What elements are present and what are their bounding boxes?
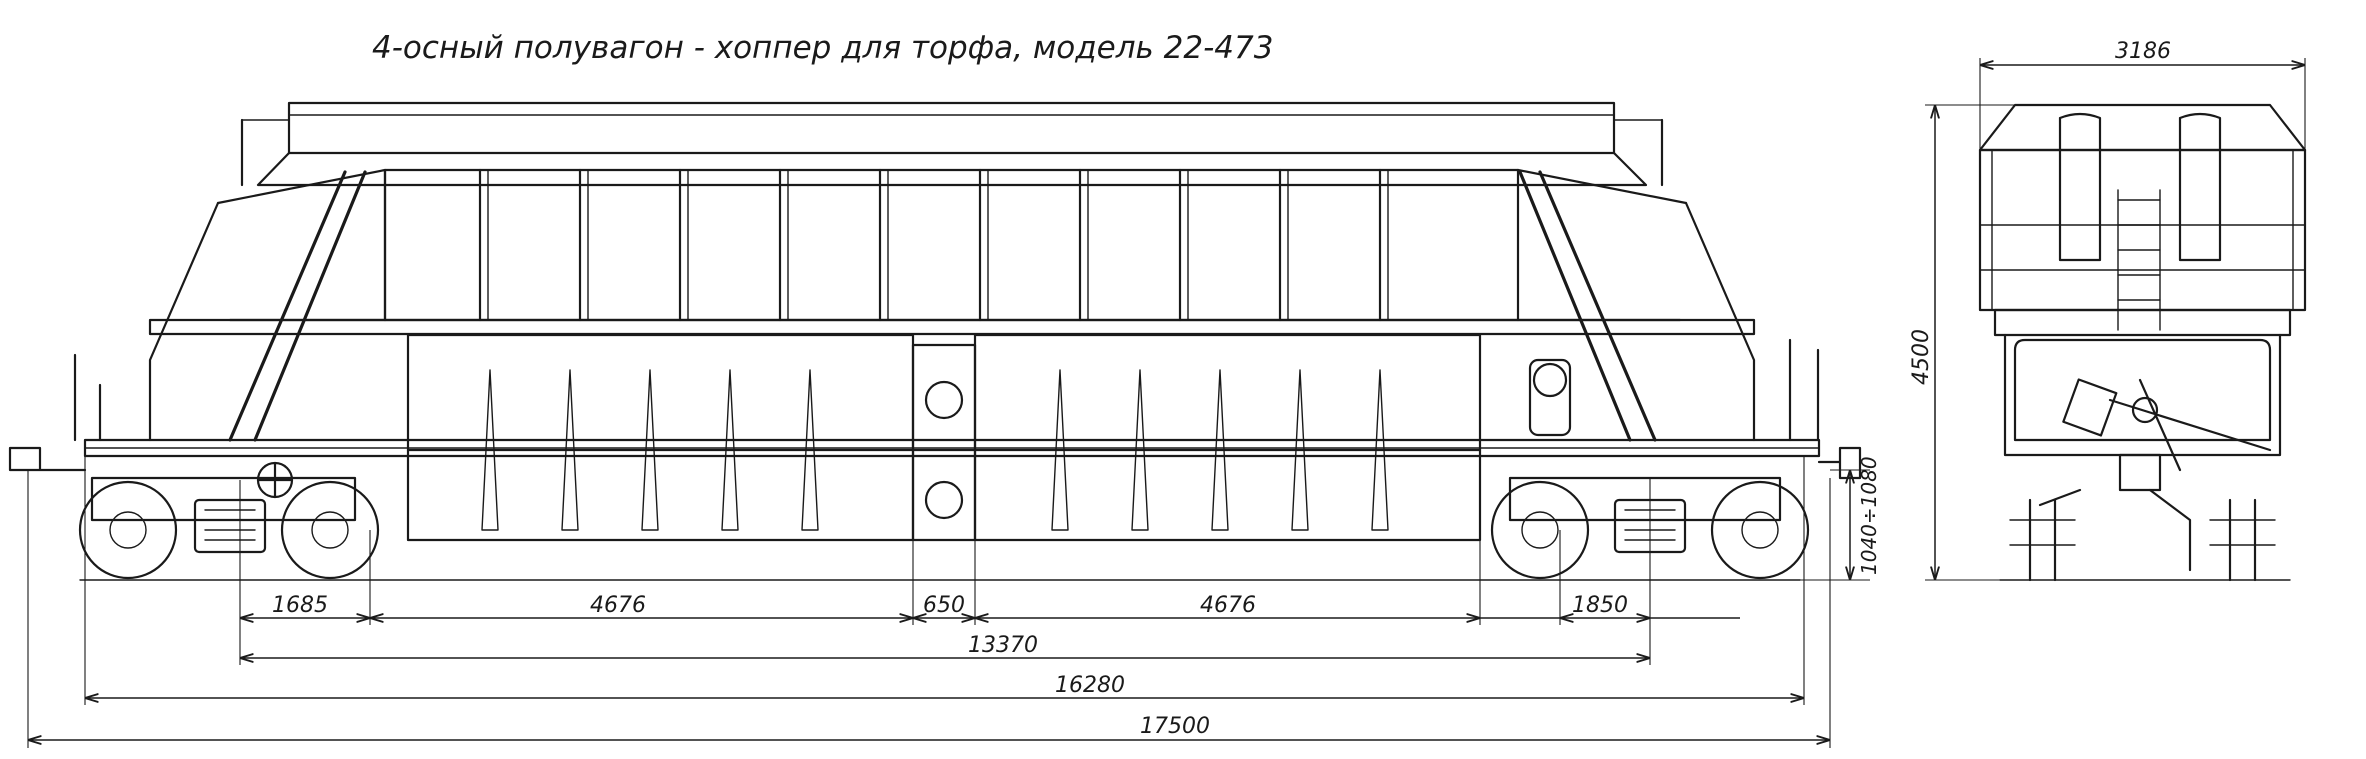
- dim-4500: 4500: [1909, 329, 1934, 385]
- discharge-doors: [406, 333, 1482, 542]
- dim-3186: 3186: [2115, 39, 2171, 64]
- hopper-body: [148, 168, 1756, 442]
- roof-hood: [240, 101, 1664, 187]
- dim-16280: 16280: [1055, 673, 1125, 698]
- dimension-lines: 1685 4676 650 4676 1850 13370 16280 1750…: [27, 456, 1881, 748]
- dim-4676-right: 4676: [1200, 593, 1256, 618]
- dim-coupler-height: 1040÷1080: [1857, 456, 1881, 575]
- end-view: 3186 4500: [1909, 39, 2307, 582]
- bogie-left: [78, 476, 380, 580]
- underframe: [83, 318, 1821, 458]
- dim-1850: 1850: [1572, 593, 1628, 618]
- dim-4676-left: 4676: [590, 593, 646, 618]
- dim-650: 650: [923, 593, 965, 618]
- dim-13370: 13370: [968, 633, 1038, 658]
- couplers: [8, 446, 1862, 480]
- side-view: [8, 101, 1862, 581]
- end-equipment: [73, 338, 1820, 499]
- dim-17500: 17500: [1140, 714, 1210, 739]
- dim-1685: 1685: [272, 593, 328, 618]
- drawing-title: 4-осный полувагон - хоппер для торфа, мо…: [372, 30, 1273, 66]
